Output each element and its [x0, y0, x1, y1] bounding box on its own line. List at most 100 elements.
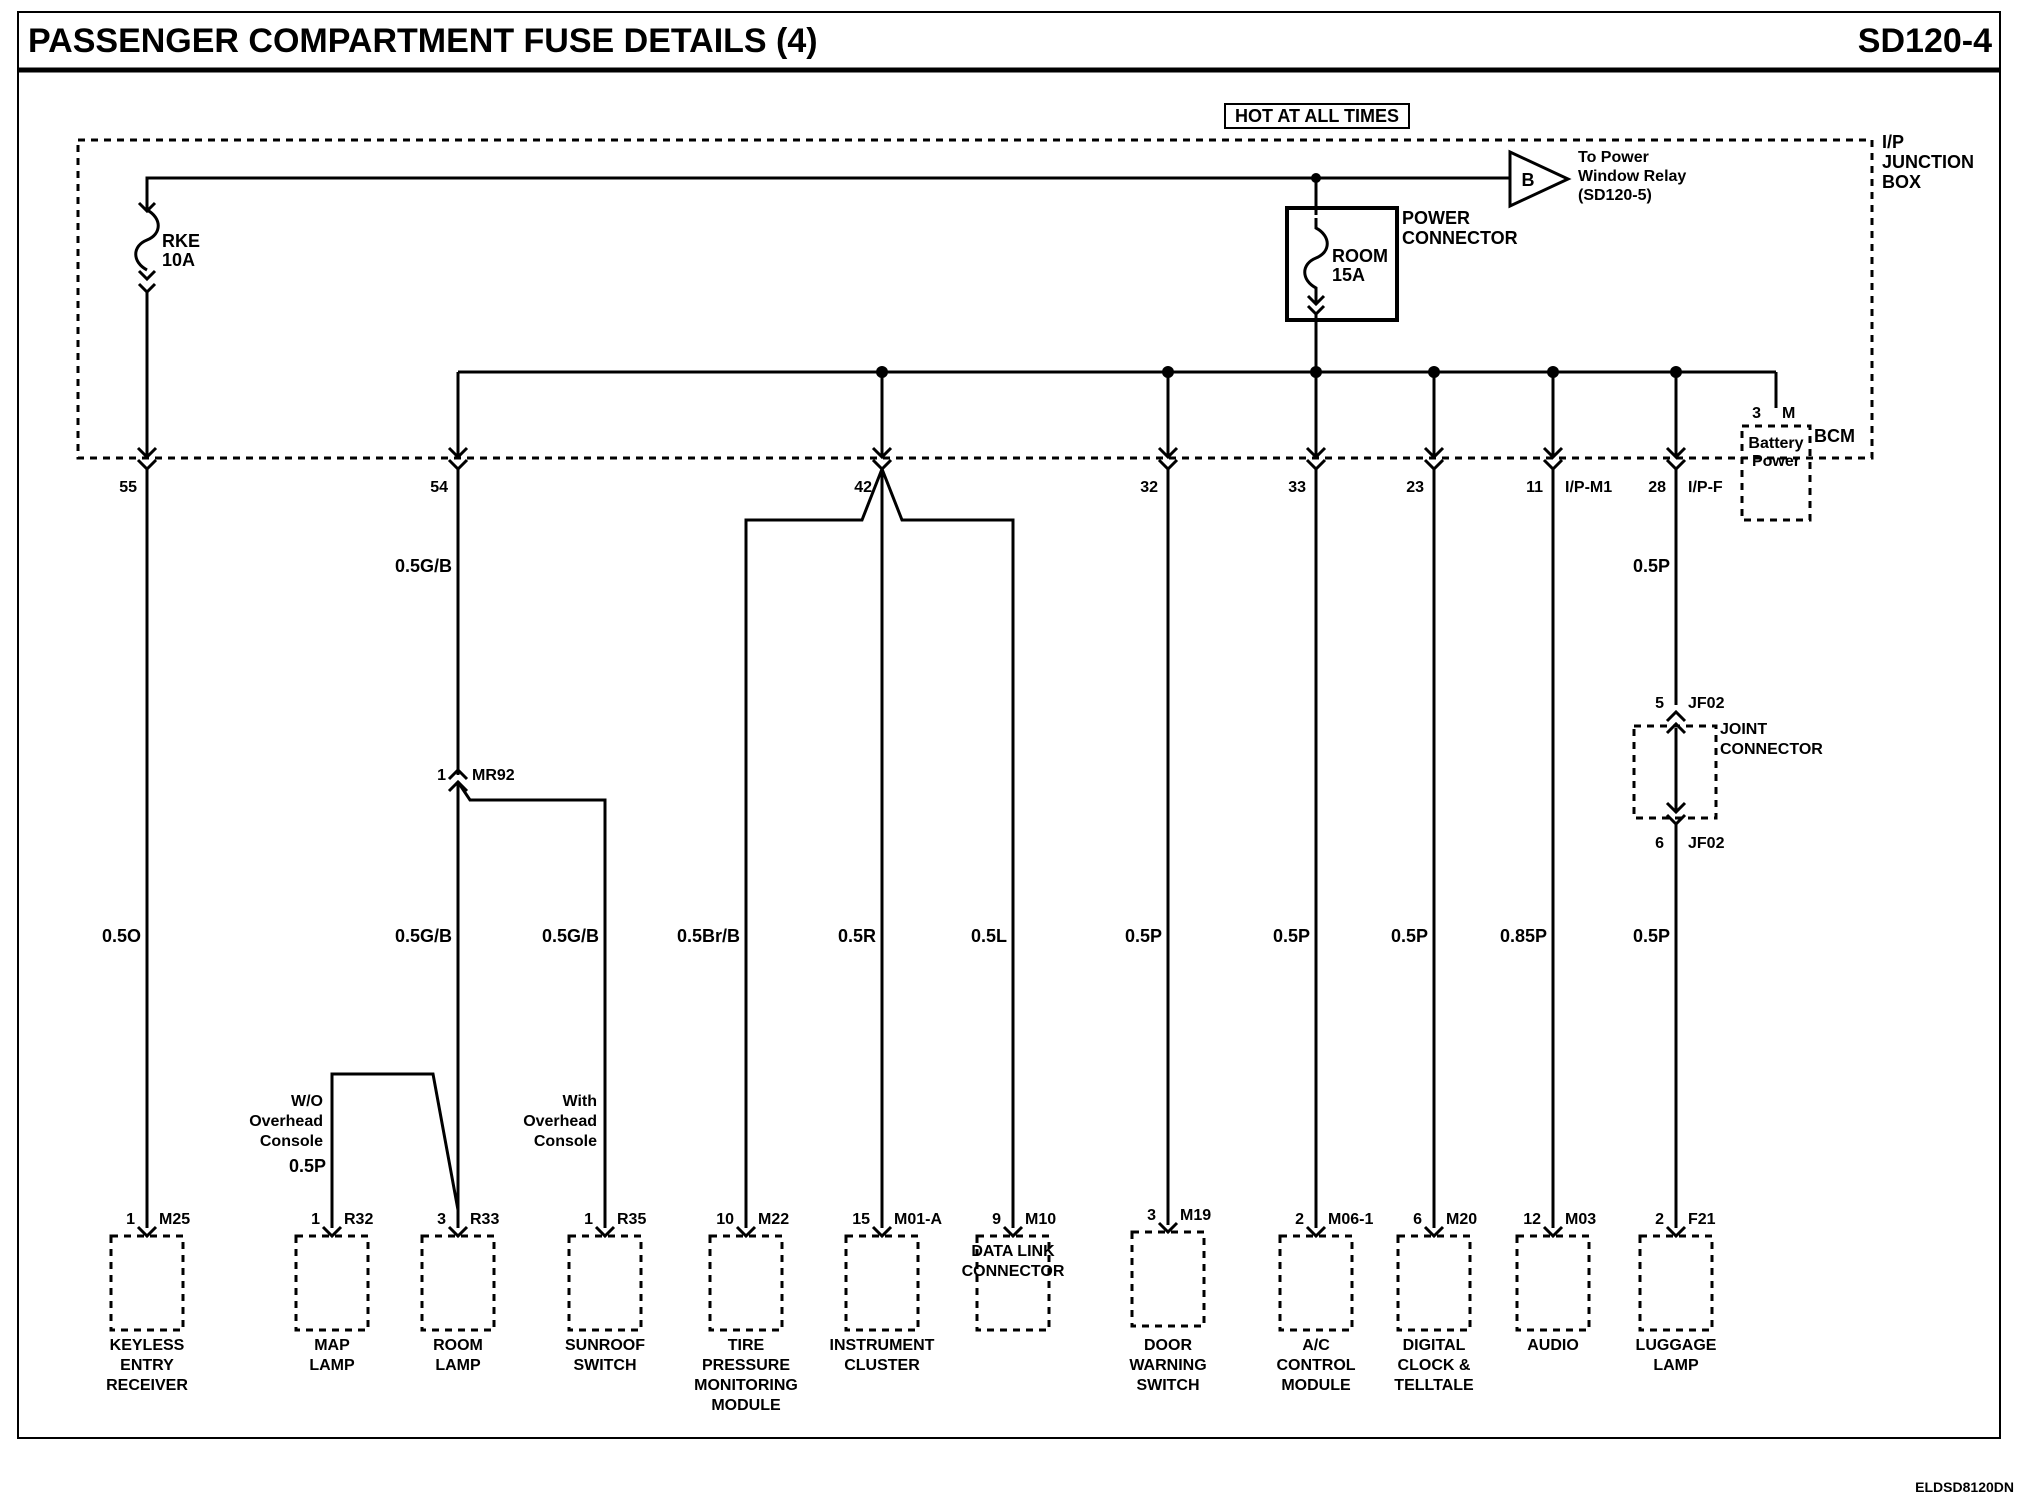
comp-label-tpm-0: TIRE: [728, 1337, 765, 1354]
comp-label-keyless-1: ENTRY: [120, 1357, 174, 1374]
jf02-top-pin: 5: [1655, 695, 1664, 712]
comp-label-audio-0: AUDIO: [1527, 1337, 1579, 1354]
comp-conn-clock: M20: [1446, 1211, 1477, 1228]
wire-label-w_audio: 0.85P: [1500, 926, 1547, 946]
wire-label-w28: 0.5P: [1633, 556, 1670, 576]
wire-label-w_luggage: 0.5P: [1633, 926, 1670, 946]
page-title: PASSENGER COMPARTMENT FUSE DETAILS (4): [28, 22, 818, 60]
comp-conn-tpm: M22: [758, 1211, 789, 1228]
comp-label-door-2: SWITCH: [1136, 1377, 1199, 1394]
comp-conn-map: R32: [344, 1211, 373, 1228]
comp-label-ic-0: INSTRUMENT: [830, 1337, 935, 1354]
ref-b-line-3: (SD120-5): [1578, 187, 1652, 204]
wire-tpm: [744, 468, 884, 1228]
pin-chevron-lower-p55: [136, 458, 158, 472]
pin-number-p11: 11: [1526, 479, 1543, 496]
pin-chevron-p23: [1423, 446, 1445, 460]
comp-label-clock-2: TELLTALE: [1394, 1377, 1474, 1394]
option-with-line2: Overhead: [523, 1113, 597, 1130]
comp-connector-sunroof: [567, 1234, 643, 1332]
pin-number-p55: 55: [119, 479, 137, 496]
wire-sunroof: [456, 781, 607, 1228]
jf02-label-1: JOINT: [1720, 721, 1767, 738]
comp-label-dlc-1: CONNECTOR: [962, 1263, 1065, 1280]
comp-conn-luggage: F21: [1688, 1211, 1716, 1228]
comp-label-clock-0: DIGITAL: [1403, 1337, 1466, 1354]
pin-chevron-p32: [1157, 446, 1179, 460]
rke-fuse-bottom-terminal-2: [137, 282, 157, 295]
pin-chevron-p28: [1665, 446, 1687, 460]
pin-chevron-p55: [136, 446, 158, 460]
room-fuse-terminal-2: [1306, 304, 1326, 317]
comp-conn-ac: M06-1: [1328, 1211, 1373, 1228]
comp-label-ic-1: CLUSTER: [844, 1357, 920, 1374]
wire-label-w_tpm: 0.5Br/B: [677, 926, 740, 946]
comp-conn-door: M19: [1180, 1207, 1211, 1224]
comp-pin-sunroof: 1: [584, 1211, 593, 1228]
comp-chevron-door: [1157, 1221, 1179, 1235]
comp-pin-ac: 2: [1295, 1211, 1304, 1228]
comp-connector-keyless: [109, 1234, 185, 1332]
comp-connector-audio: [1515, 1234, 1591, 1332]
wire-label-w_sunroof: 0.5G/B: [542, 926, 599, 946]
option-wo-line2: Overhead: [249, 1113, 323, 1130]
option-with-line3: Console: [534, 1133, 597, 1150]
comp-label-map-1: LAMP: [309, 1357, 355, 1374]
wire-label-w_ic: 0.5R: [838, 926, 876, 946]
pin-chevron-lower-p42: [871, 458, 893, 472]
bcm-pin: 3: [1752, 405, 1761, 422]
comp-conn-dlc: M10: [1025, 1211, 1056, 1228]
comp-chevron-map: [321, 1225, 343, 1239]
fuse-rke-name: RKE: [162, 231, 200, 251]
junction-box-label-2: JUNCTION: [1882, 152, 1974, 172]
hot-label-box: [1224, 103, 1410, 129]
pin-chevron-lower-p28: [1665, 458, 1687, 472]
jf02-bottom-name: JF02: [1688, 835, 1725, 852]
comp-label-tpm-1: PRESSURE: [702, 1357, 790, 1374]
comp-conn-sunroof: R35: [617, 1211, 646, 1228]
pin-conn-p28: I/P-F: [1688, 479, 1723, 496]
pin-number-p54: 54: [430, 479, 448, 496]
pin-chevron-lower-p23: [1423, 458, 1445, 472]
comp-label-ac-1: CONTROL: [1276, 1357, 1355, 1374]
wire-label-w54: 0.5G/B: [395, 556, 452, 576]
comp-chevron-luggage: [1665, 1225, 1687, 1239]
fuse-rke-rating: 10A: [162, 250, 195, 270]
comp-connector-luggage: [1638, 1234, 1714, 1332]
comp-pin-dlc: 9: [992, 1211, 1001, 1228]
comp-label-luggage-0: LUGGAGE: [1636, 1337, 1717, 1354]
bcm-name: BCM: [1814, 426, 1855, 446]
wire-label-w_ac: 0.5P: [1273, 926, 1310, 946]
pin-chevron-lower-p32: [1157, 458, 1179, 472]
pin-chevron-lower-p33: [1305, 458, 1327, 472]
comp-label-keyless-0: KEYLESS: [110, 1337, 185, 1354]
pin-chevron-lower-p11: [1542, 458, 1564, 472]
bcm-conn: M: [1782, 405, 1795, 422]
room-fuse-icon: [1303, 218, 1329, 304]
comp-label-door-0: DOOR: [1144, 1337, 1192, 1354]
mr92-pin: 1: [437, 767, 446, 784]
wire-label-w_dlc: 0.5L: [971, 926, 1007, 946]
comp-connector-ac: [1278, 1234, 1354, 1332]
wire-label-w_keyless: 0.5O: [102, 926, 141, 946]
pin-number-p42: 42: [854, 479, 872, 496]
jf02-label-2: CONNECTOR: [1720, 741, 1823, 758]
option-with-line1: With: [562, 1093, 597, 1110]
jf02-top-chevron: [1665, 709, 1687, 723]
power-connector-line-2: CONNECTOR: [1402, 228, 1518, 248]
comp-label-door-1: WARNING: [1129, 1357, 1206, 1374]
rke-fuse-top-terminal: [137, 201, 157, 214]
diagram-code: SD120-4: [1858, 22, 1992, 60]
pin-number-p23: 23: [1406, 479, 1424, 496]
comp-label-luggage-1: LAMP: [1653, 1357, 1699, 1374]
rke-fuse-icon: [134, 208, 160, 272]
comp-connector-room: [420, 1234, 496, 1332]
junction-box-label-3: BOX: [1882, 172, 1921, 192]
power-connector-line-1: POWER: [1402, 208, 1470, 228]
comp-chevron-audio: [1542, 1225, 1564, 1239]
pin-chevron-p11: [1542, 446, 1564, 460]
ref-b-letter: B: [1522, 170, 1535, 190]
jf02-top-name: JF02: [1688, 695, 1725, 712]
comp-pin-luggage: 2: [1655, 1211, 1664, 1228]
